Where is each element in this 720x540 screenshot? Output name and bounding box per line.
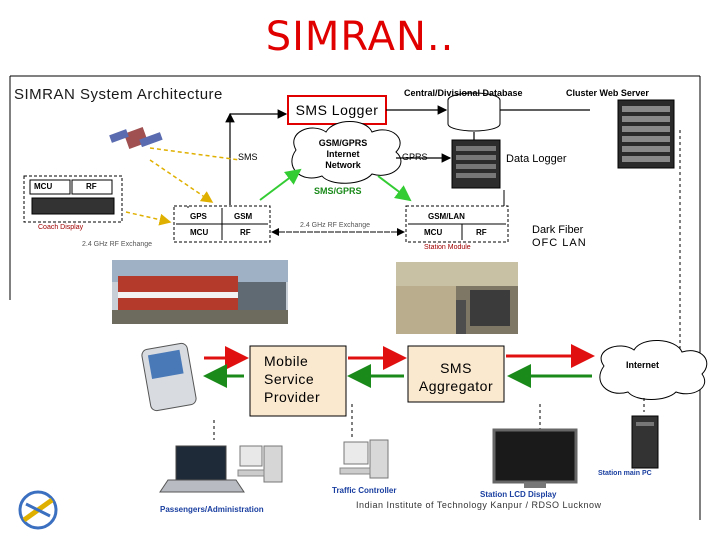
sms-logger-label: SMS Logger — [295, 102, 379, 118]
station-platform-photo — [396, 262, 518, 334]
sms-gprs-label: SMS/GPRS — [314, 186, 362, 196]
credit-label: Indian Institute of Technology Kanpur / … — [356, 500, 602, 510]
iit-logo — [18, 490, 58, 530]
station-mcu-label: MCU — [424, 228, 443, 237]
station-lcd-icon — [492, 428, 578, 488]
station-lcd-label: Station LCD Display — [480, 490, 557, 499]
train-rf-label: RF — [240, 228, 251, 237]
sms-aggregator-line-1: SMS — [440, 360, 472, 376]
database-icon — [447, 92, 501, 132]
train-photo — [112, 260, 288, 324]
traffic-controller-label: Traffic Controller — [332, 486, 397, 495]
sms-label: SMS — [238, 152, 258, 162]
sms-aggregator-line-2: Aggregator — [418, 378, 494, 394]
station-main-pc-icon — [631, 415, 659, 469]
dark-fiber-label: Dark Fiber — [532, 224, 584, 236]
internet-cloud — [599, 339, 708, 400]
mobile-provider-line-2: Service — [264, 371, 315, 387]
rf-exchange-left-label: 2.4 GHz RF Exchange — [82, 241, 153, 248]
internet-label: Internet — [626, 360, 660, 370]
station-main-pc-label: Station main PC — [598, 470, 652, 477]
central-db-label: Central/Divisional Database — [404, 88, 523, 98]
coach-mcu-label: MCU — [34, 182, 53, 191]
train-mcu-label: MCU — [190, 228, 209, 237]
traffic-controller-pc-icon — [339, 439, 389, 479]
satellite-icon — [109, 127, 163, 149]
station-rf-label: RF — [476, 228, 487, 237]
gps-label: GPS — [190, 212, 207, 221]
laptop-icon — [159, 445, 245, 493]
coach-display-screen — [31, 197, 115, 215]
cloud-line-2: Internet — [326, 149, 360, 159]
diagram-title: SIMRAN System Architecture — [14, 86, 223, 103]
station-module-label: Station Module — [424, 244, 471, 251]
ofc-lan-label: OFC LAN — [532, 237, 587, 249]
cluster-server-rack-icon — [617, 99, 675, 169]
passengers-label: Passengers/Administration — [160, 505, 264, 514]
mobile-provider-line-1: Mobile — [264, 353, 309, 369]
rf-exchange-mid-label: 2.4 GHz RF Exchange — [300, 222, 371, 229]
mobile-provider-box — [249, 345, 347, 417]
coach-rf-label: RF — [86, 182, 97, 191]
gsm-lan-label: GSM/LAN — [428, 212, 465, 221]
coach-display-label: Coach Display — [38, 224, 84, 231]
cluster-server-label: Cluster Web Server — [566, 88, 649, 98]
mobile-provider-line-3: Provider — [264, 389, 321, 405]
cloud-line-3: Network — [325, 160, 361, 170]
gprs-label: GPRS — [402, 152, 428, 162]
gsm-gprs-cloud — [291, 121, 402, 184]
data-logger-label: Data Logger — [506, 153, 567, 165]
gsm-label: GSM — [234, 212, 253, 221]
mobile-phone-icon — [141, 342, 197, 412]
desktop-pc-icon — [237, 445, 283, 483]
data-logger-rack-icon — [451, 139, 501, 189]
slide-title: SIMRAN.. — [265, 14, 455, 60]
sms-aggregator-box — [407, 345, 505, 403]
cloud-line-1: GSM/GPRS — [318, 138, 368, 148]
